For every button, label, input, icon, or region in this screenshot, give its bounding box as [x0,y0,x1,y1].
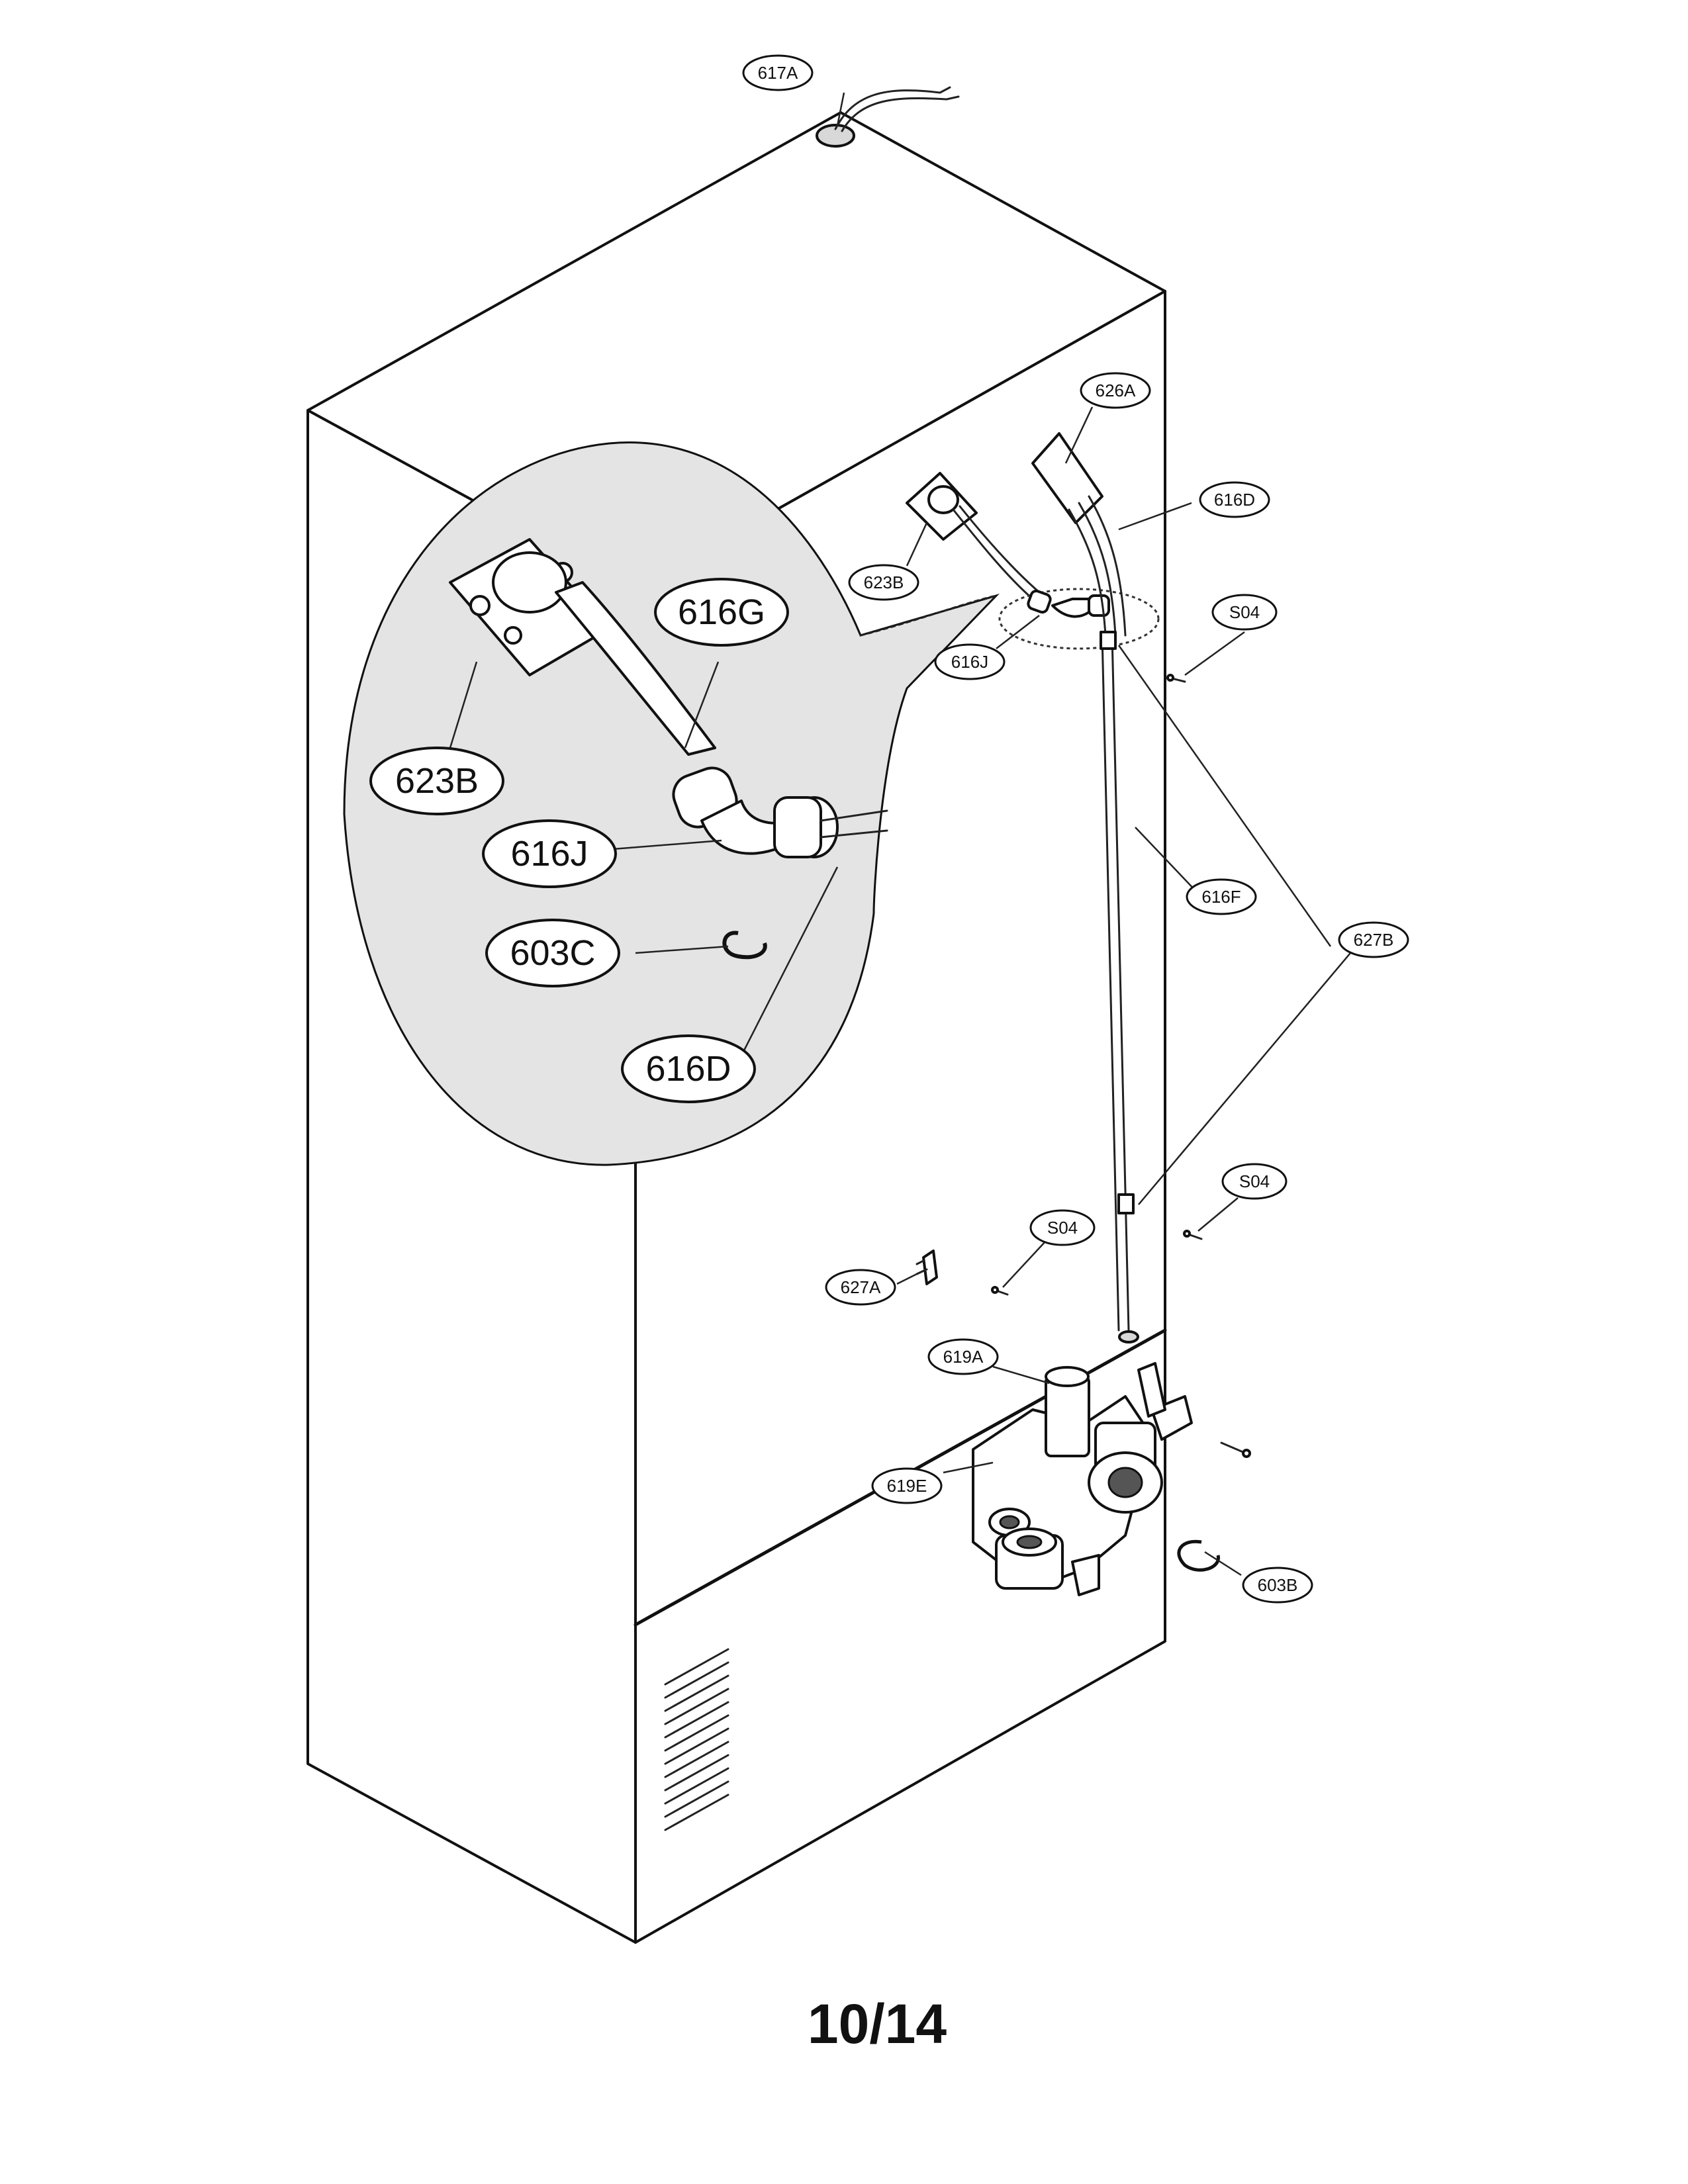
svg-text:627A: 627A [841,1277,881,1297]
clip-603B [1177,1539,1220,1572]
svg-text:S04: S04 [1239,1171,1270,1191]
screw-s04-mid [991,1286,1009,1296]
callout-616D: 616D [1199,481,1270,518]
callout-623B: 623B [848,564,919,601]
detail-callout-623B: 623B [369,747,504,815]
tube-616F [1100,631,1139,1343]
svg-text:626A: 626A [1096,381,1136,400]
svg-text:616G: 616G [678,592,765,632]
water-valve-assembly [972,1362,1193,1596]
callout-616F: 616F [1186,878,1257,915]
detail-magnifier: 616G 623B 616J 603C 616D [343,441,1000,1166]
callout-603B: 603B [1242,1567,1313,1604]
callout-627B: 627B [1338,921,1409,958]
tank-mount-623B-small [906,472,1041,600]
clip-603C-large [722,931,767,960]
svg-text:623B: 623B [864,572,904,592]
callout-619A: 619A [927,1338,999,1375]
callout-617A: 617A [742,54,814,91]
screw-s04-right [1183,1230,1203,1240]
callout-s04-mid: S04 [1029,1209,1096,1246]
detail-callout-603C: 603C [485,919,620,987]
screw-s04-top [1166,674,1186,683]
top-grommet-617A [816,86,960,148]
svg-text:603B: 603B [1258,1575,1298,1595]
svg-text:S04: S04 [1047,1218,1078,1238]
callout-626A: 626A [1080,372,1151,409]
tank-mount-623B-large [449,538,716,756]
page-number: 10/14 [807,1993,947,2055]
svg-text:S04: S04 [1229,602,1260,622]
connector-626A [1031,432,1127,637]
svg-text:619A: 619A [943,1347,984,1367]
svg-text:627B: 627B [1354,930,1394,950]
svg-text:616J: 616J [951,652,988,672]
screw-s04-valve [1220,1441,1251,1458]
leader-lines [836,92,1351,1576]
svg-text:616D: 616D [1214,490,1255,510]
detail-callout-616J: 616J [482,819,617,888]
tube-fitting-616J-large [672,766,888,858]
callout-619E: 619E [871,1467,943,1504]
detail-callout-616G: 616G [654,578,789,647]
svg-text:616F: 616F [1201,887,1241,907]
callout-s04-right: S04 [1221,1163,1288,1200]
svg-text:603C: 603C [510,933,595,973]
callout-627A: 627A [825,1269,896,1306]
callout-s04-top: S04 [1211,594,1278,631]
svg-text:617A: 617A [758,63,798,83]
svg-text:623B: 623B [395,761,479,801]
detail-callout-616D: 616D [621,1034,756,1103]
callout-616J: 616J [934,643,1006,680]
svg-text:619E: 619E [887,1476,927,1496]
vent-grille [664,1648,729,1831]
svg-text:616J: 616J [510,834,588,874]
svg-text:616D: 616D [645,1049,731,1089]
